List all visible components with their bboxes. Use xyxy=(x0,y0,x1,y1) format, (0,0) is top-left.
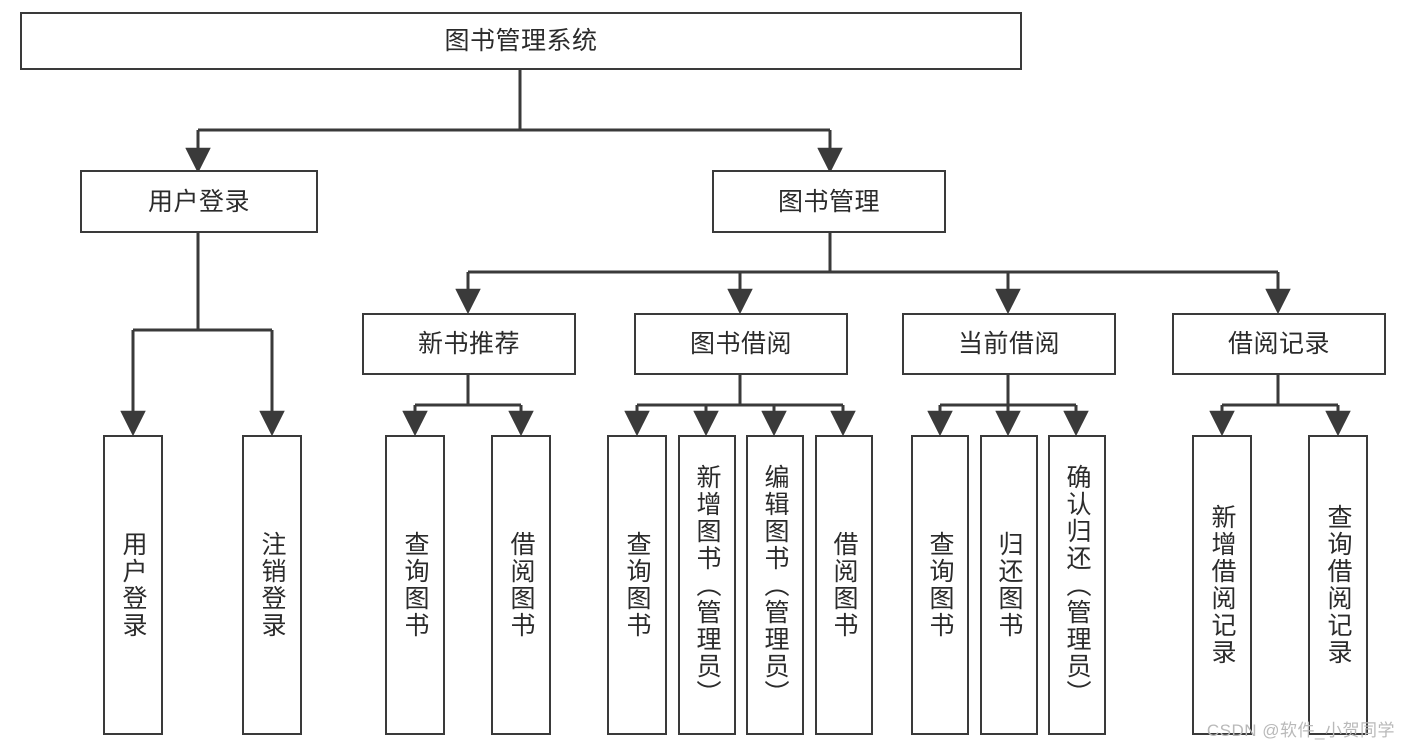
node-label: 图书借阅 xyxy=(689,330,792,358)
leaf-borrow-book-recommendation[interactable]: 借阅图书 xyxy=(491,435,551,735)
node-label: 查询图书 xyxy=(926,531,954,639)
node-label: 新增借阅记录 xyxy=(1208,504,1236,666)
leaf-edit-book-admin[interactable]: 编辑图书（管理员） xyxy=(746,435,804,735)
node-label: 编辑图书（管理员） xyxy=(761,463,789,707)
leaf-query-book-borrowing[interactable]: 查询图书 xyxy=(607,435,667,735)
csdn-watermark: CSDN @软件_小贺同学 xyxy=(1206,721,1395,740)
leaf-query-borrowing-record[interactable]: 查询借阅记录 xyxy=(1308,435,1368,735)
leaf-return-book[interactable]: 归还图书 xyxy=(980,435,1038,735)
node-label: 用户登录 xyxy=(119,531,147,639)
node-label: 图书管理 xyxy=(777,187,880,216)
leaf-add-book-admin[interactable]: 新增图书（管理员） xyxy=(678,435,736,735)
node-label: 归还图书 xyxy=(995,531,1023,639)
node-book-management[interactable]: 图书管理 xyxy=(712,170,946,233)
node-label: 查询图书 xyxy=(401,531,429,639)
leaf-borrow-book-borrowing[interactable]: 借阅图书 xyxy=(815,435,873,735)
node-label: 用户登录 xyxy=(147,187,250,216)
node-borrowing-record[interactable]: 借阅记录 xyxy=(1172,313,1386,375)
node-label: 当前借阅 xyxy=(957,330,1060,358)
node-label: 借阅图书 xyxy=(507,531,535,639)
node-label: 查询图书 xyxy=(623,531,651,639)
node-root-book-management-system[interactable]: 图书管理系统 xyxy=(20,12,1022,70)
node-user-login[interactable]: 用户登录 xyxy=(80,170,318,233)
node-current-borrowing[interactable]: 当前借阅 xyxy=(902,313,1116,375)
node-label: 注销登录 xyxy=(258,531,286,639)
leaf-query-book-recommendation[interactable]: 查询图书 xyxy=(385,435,445,735)
node-label: 新书推荐 xyxy=(417,330,520,358)
node-label: 确认归还（管理员） xyxy=(1063,463,1091,707)
node-label: 借阅图书 xyxy=(830,531,858,639)
leaf-add-borrowing-record[interactable]: 新增借阅记录 xyxy=(1192,435,1252,735)
leaf-user-login[interactable]: 用户登录 xyxy=(103,435,163,735)
node-label: 查询借阅记录 xyxy=(1324,504,1352,666)
node-label: 借阅记录 xyxy=(1227,330,1330,358)
leaf-query-book-current[interactable]: 查询图书 xyxy=(911,435,969,735)
leaf-confirm-return-admin[interactable]: 确认归还（管理员） xyxy=(1048,435,1106,735)
leaf-logout[interactable]: 注销登录 xyxy=(242,435,302,735)
node-label: 新增图书（管理员） xyxy=(693,463,721,707)
node-book-borrowing[interactable]: 图书借阅 xyxy=(634,313,848,375)
node-new-book-recommendation[interactable]: 新书推荐 xyxy=(362,313,576,375)
node-label: 图书管理系统 xyxy=(444,27,598,55)
